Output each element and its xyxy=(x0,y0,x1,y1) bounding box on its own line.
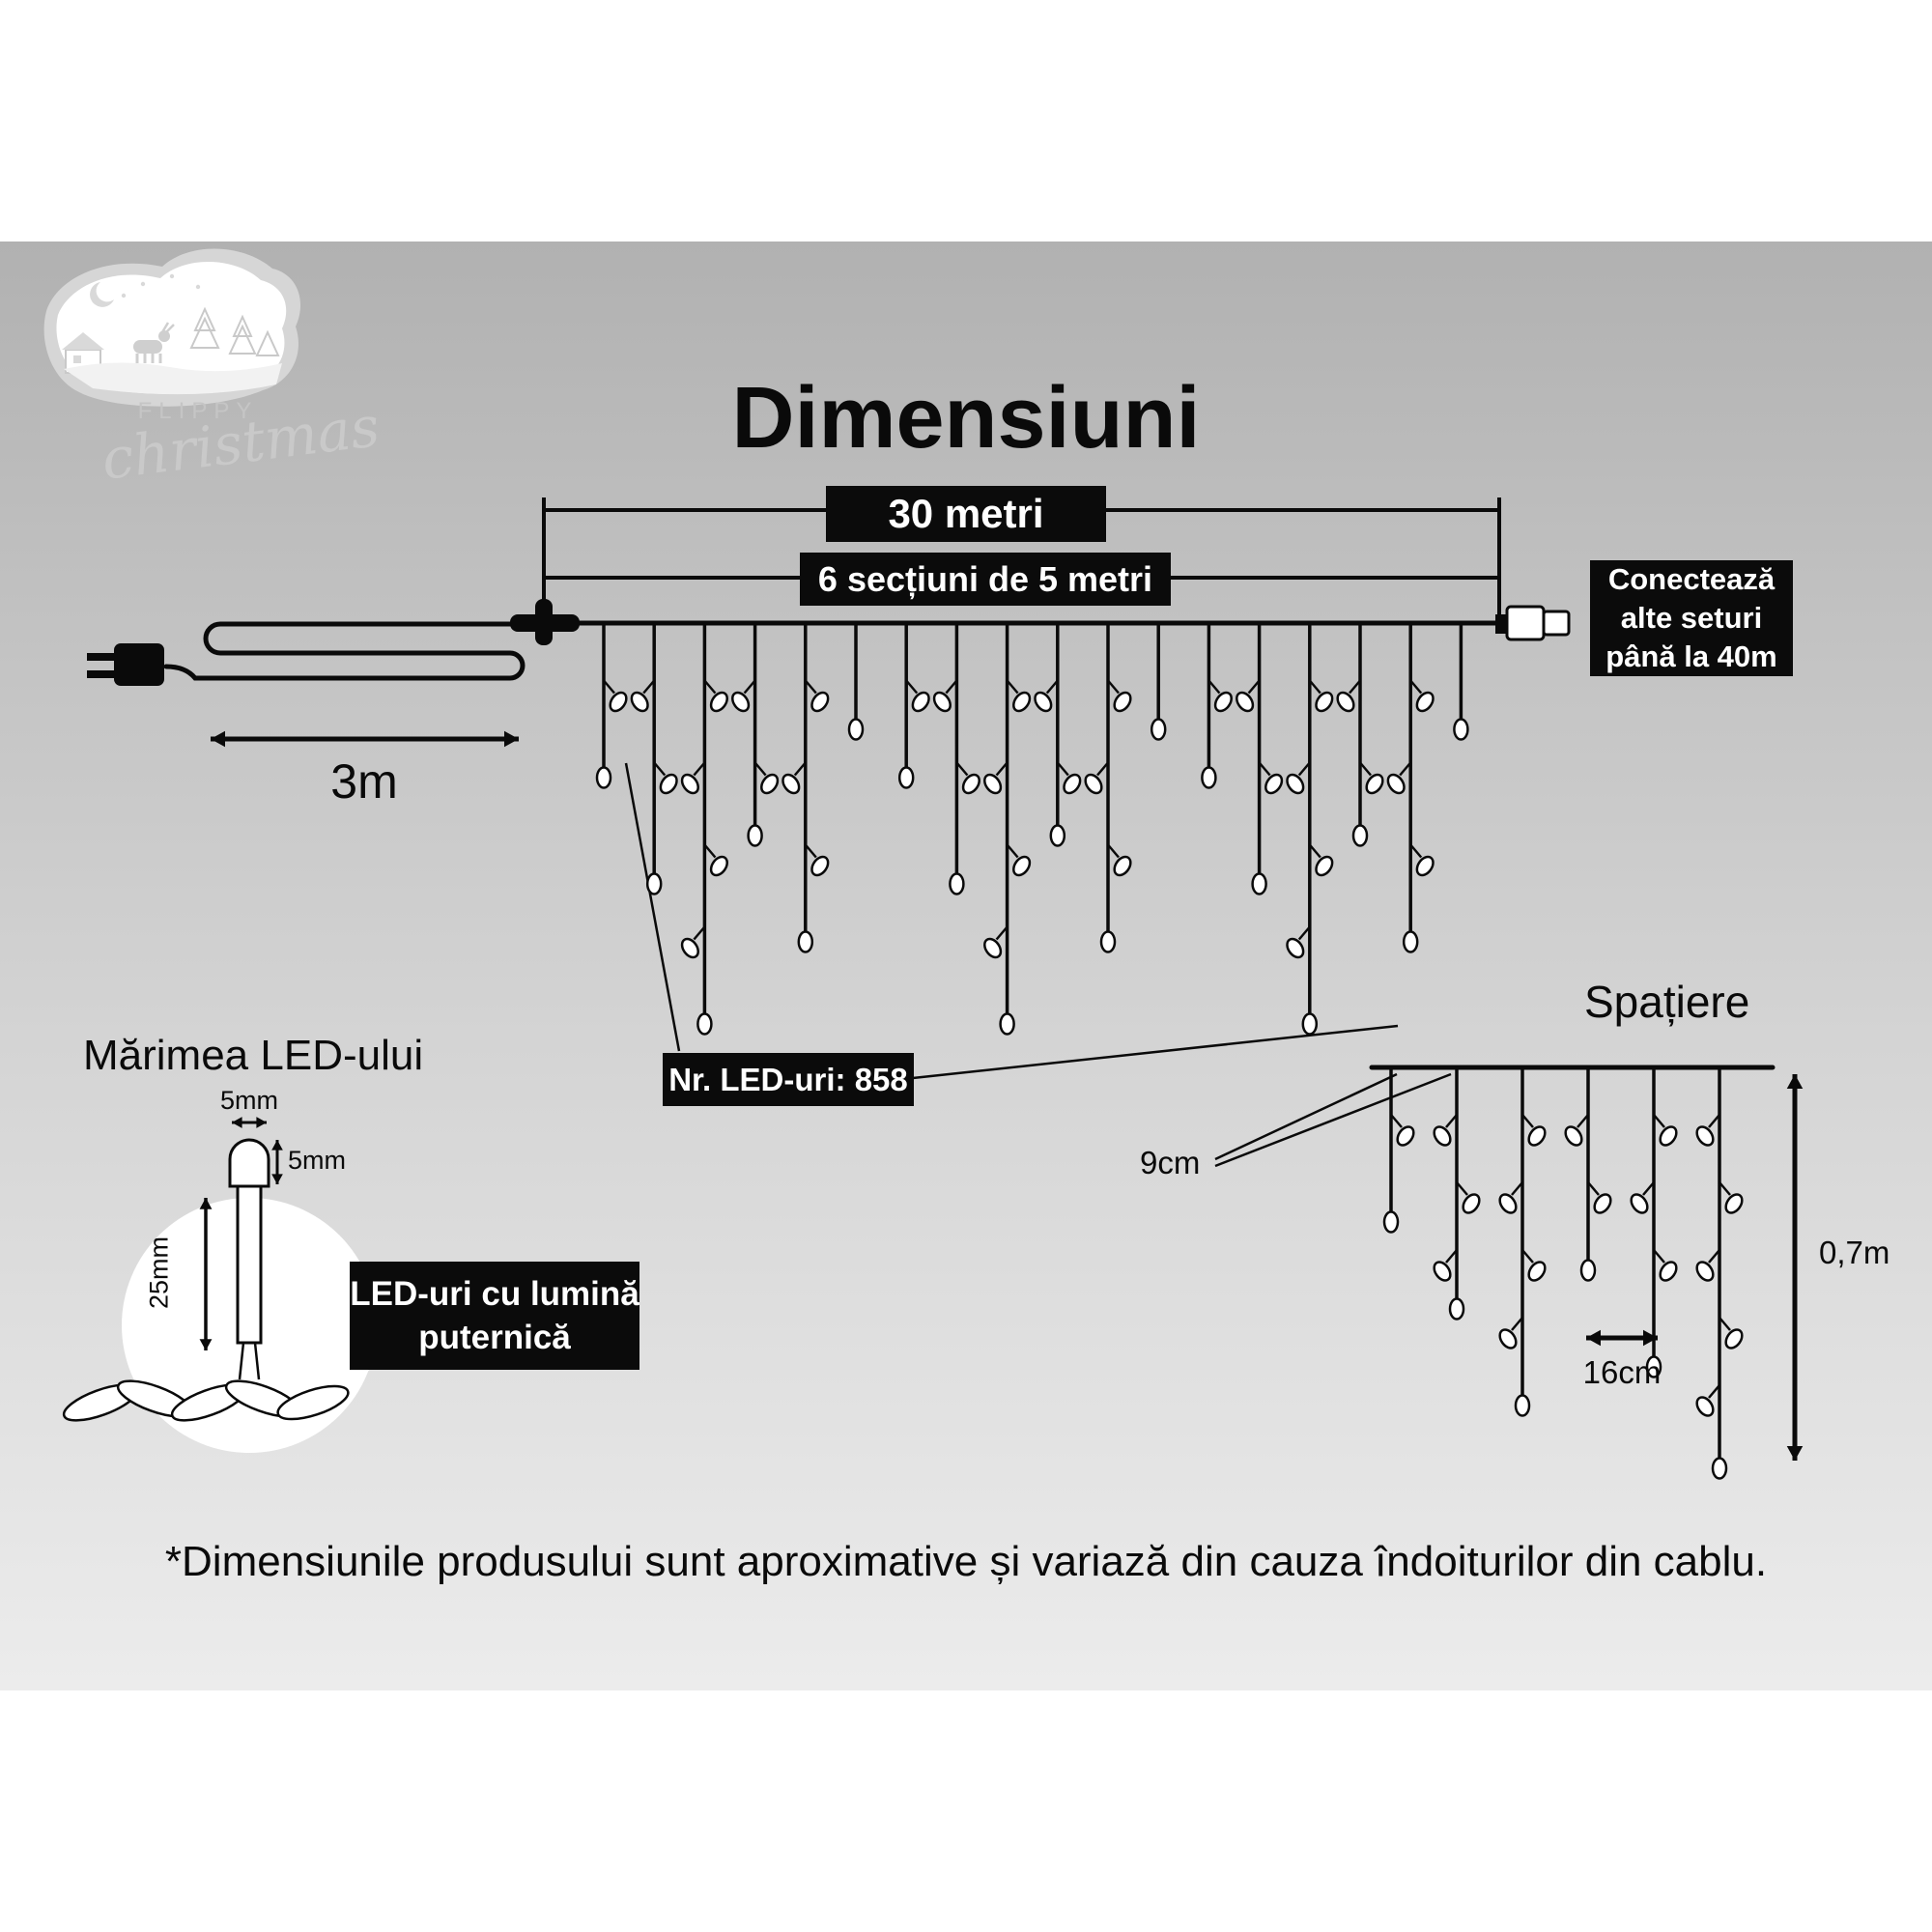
led-spacing-arrow xyxy=(1586,1329,1658,1347)
led-head-height-label: 5mm xyxy=(288,1146,346,1175)
deer-icon xyxy=(133,322,175,363)
led-size-title: Mărimea LED-ului xyxy=(83,1032,424,1079)
logo-brand-text: FLIPPY xyxy=(137,398,259,424)
dimension-brackets xyxy=(542,497,1501,623)
snow-ground xyxy=(64,362,282,395)
sections-badge: 6 secțiuni de 5 metri xyxy=(800,553,1171,606)
page-title: Dimensiuni xyxy=(731,370,1201,467)
moon-icon xyxy=(90,282,114,307)
drop-height-label: 0,7m xyxy=(1819,1235,1890,1270)
led-bulb-icon xyxy=(228,1138,270,1380)
led-body-arrow xyxy=(199,1198,213,1350)
wire-connector-icon xyxy=(510,599,580,645)
led-head-arrow xyxy=(271,1140,283,1184)
led-spacing-label: 16cm xyxy=(1582,1354,1662,1390)
tree-icon xyxy=(189,306,280,356)
led-size-diagram xyxy=(62,1138,377,1453)
led-width-label: 5mm xyxy=(220,1086,278,1115)
connect-note-badge: Conectează alte seturi până la 40m xyxy=(1590,560,1793,676)
led-note-badge: LED-uri cu lumină puternică xyxy=(350,1262,639,1370)
end-connector-icon xyxy=(1495,605,1571,641)
power-plug-icon xyxy=(87,621,529,686)
icicle-curtain xyxy=(595,623,1469,1036)
spacing-title: Spațiere xyxy=(1584,977,1750,1027)
drop-spacing-label: 9cm xyxy=(1140,1145,1201,1180)
total-length-badge: 30 metri xyxy=(826,486,1106,542)
spacing-curtain xyxy=(1382,1067,1744,1480)
led-width-arrow xyxy=(232,1117,267,1128)
pointer-lines xyxy=(624,762,1452,1168)
drop-height-arrow xyxy=(1786,1074,1804,1461)
lead-length-label: 3m xyxy=(330,754,398,809)
footnote: *Dimensiunile produsului sunt aproximati… xyxy=(164,1538,1768,1585)
led-count-badge: Nr. LED-uri: 858 xyxy=(663,1053,914,1106)
logo-art xyxy=(43,248,301,407)
twisted-wire-icon xyxy=(62,1379,350,1422)
lead-length-arrow xyxy=(211,730,519,748)
led-body-height-label: 25mm xyxy=(144,1236,174,1310)
gradient-band xyxy=(0,242,1932,1690)
